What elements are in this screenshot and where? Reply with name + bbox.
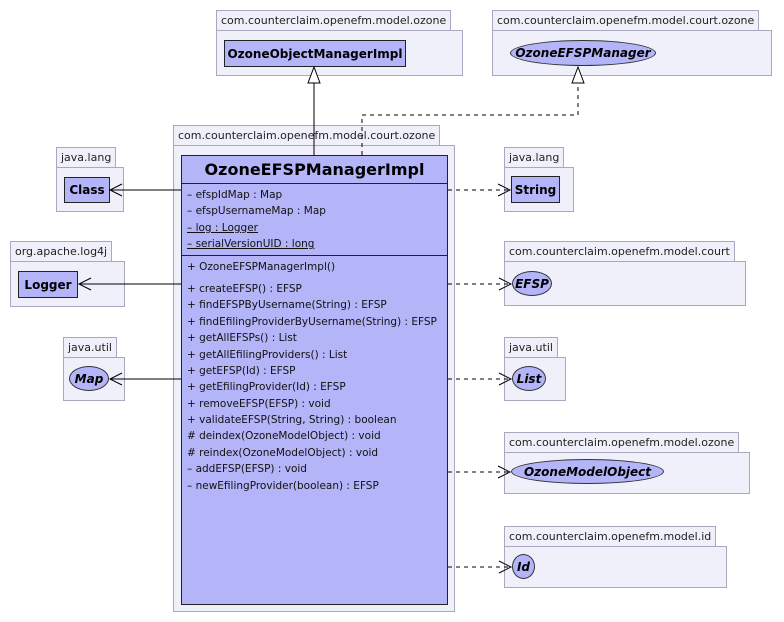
open-arrowhead xyxy=(77,277,92,291)
constructors-section: + OzoneEFSPManagerImpl() xyxy=(182,256,447,277)
open-arrowhead xyxy=(498,277,513,291)
generalization-arrowhead xyxy=(307,65,321,84)
package-label: java.util xyxy=(63,337,117,357)
package-court-ozone-top: com.counterclaim.openefm.model.court.ozo… xyxy=(492,10,772,76)
package-court: com.counterclaim.openefm.model.court EFS… xyxy=(504,241,746,306)
method: + createEFSP() : EFSP xyxy=(187,282,302,295)
open-arrowhead xyxy=(108,183,123,197)
method: + findEFSPByUsername(String) : EFSP xyxy=(187,299,387,312)
attribute: – efspIdMap : Map xyxy=(187,189,283,201)
interface-id[interactable]: Id xyxy=(512,554,535,579)
method: + getAllEfilingProviders() : List xyxy=(187,348,348,361)
method: + removeEFSP(EFSP) : void xyxy=(187,397,331,410)
open-arrowhead xyxy=(498,560,513,574)
package-java-util-right: java.util List xyxy=(504,337,566,401)
method: + findEfilingProviderByUsername(String) … xyxy=(187,315,437,328)
class-string[interactable]: String xyxy=(511,176,560,203)
attributes-section: – efspIdMap : Map – efspUsernameMap : Ma… xyxy=(182,184,447,256)
interface-ozone-efsp-manager[interactable]: OzoneEFSPManager xyxy=(510,40,656,66)
class-class[interactable]: Class xyxy=(64,177,110,203)
package-label: com.counterclaim.openefm.model.court xyxy=(504,241,735,261)
class-name: OzoneEFSPManagerImpl xyxy=(182,156,447,184)
attribute-static: – log : Logger xyxy=(187,221,259,234)
package-java-util-left: java.util Map xyxy=(63,337,125,401)
package-label: java.util xyxy=(504,337,558,357)
package-java-lang-right: java.lang String xyxy=(504,147,574,212)
interface-map[interactable]: Map xyxy=(69,366,109,391)
open-arrowhead xyxy=(498,372,513,386)
package-label: com.counterclaim.openefm.model.court.ozo… xyxy=(173,125,441,145)
package-id: com.counterclaim.openefm.model.id Id xyxy=(504,526,727,588)
package-label: com.counterclaim.openefm.model.ozone xyxy=(504,432,740,452)
package-label: com.counterclaim.openefm.model.ozone xyxy=(216,10,452,30)
package-label: com.counterclaim.openefm.model.id xyxy=(504,526,717,546)
method: # deindex(OzoneModelObject) : void xyxy=(187,430,381,443)
package-label: org.apache.log4j xyxy=(10,241,113,261)
package-ozone-model: com.counterclaim.openefm.model.ozone Ozo… xyxy=(216,10,463,76)
attribute: – efspUsernameMap : Map xyxy=(187,205,326,218)
open-arrowhead xyxy=(108,372,123,386)
method: + getEFSP(Id) : EFSP xyxy=(187,364,296,377)
class-ozone-efsp-manager-impl[interactable]: OzoneEFSPManagerImpl – efspIdMap : Map –… xyxy=(181,155,448,605)
method: + validateEFSP(String, String) : boolean xyxy=(187,414,397,427)
interface-efsp[interactable]: EFSP xyxy=(512,271,552,296)
method: # reindex(OzoneModelObject) : void xyxy=(187,446,379,459)
attribute-static: – serialVersionUID : long xyxy=(187,238,315,251)
open-arrowhead xyxy=(497,465,512,479)
methods-section: + createEFSP() : EFSP + findEFSPByUserna… xyxy=(182,277,447,496)
realization-edge xyxy=(361,83,579,155)
method: + getAllEFSPs() : List xyxy=(187,332,297,345)
class-ozone-object-manager-impl[interactable]: OzoneObjectManagerImpl xyxy=(224,40,406,67)
open-arrowhead xyxy=(497,183,512,197)
method: – newEfilingProvider(boolean) : EFSP xyxy=(187,479,379,492)
constructor: + OzoneEFSPManagerImpl() xyxy=(187,260,336,273)
class-logger[interactable]: Logger xyxy=(18,271,78,298)
package-label: com.counterclaim.openefm.model.court.ozo… xyxy=(492,10,760,30)
package-ozone-model-2: com.counterclaim.openefm.model.ozone Ozo… xyxy=(504,432,750,494)
method: + getEfilingProvider(Id) : EFSP xyxy=(187,381,346,394)
interface-ozone-model-object[interactable]: OzoneModelObject xyxy=(511,459,664,484)
interface-list[interactable]: List xyxy=(512,366,546,391)
package-label: java.lang xyxy=(504,147,565,167)
method: – addEFSP(EFSP) : void xyxy=(187,463,307,476)
package-label: java.lang xyxy=(56,147,117,167)
realization-arrowhead xyxy=(571,65,585,84)
